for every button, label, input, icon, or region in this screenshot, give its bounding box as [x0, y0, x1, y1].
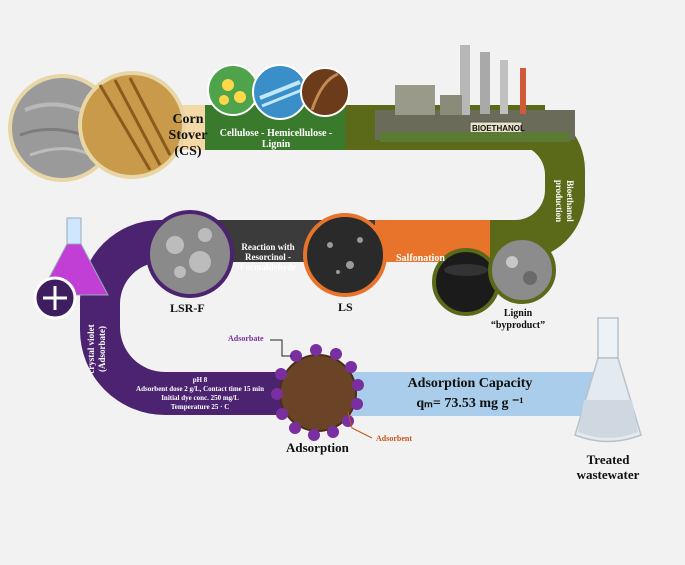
lignin-sem-circle: [488, 236, 556, 304]
reaction-text-1: Reaction with: [241, 242, 295, 252]
reaction-text-2: Resorcinol -: [244, 252, 292, 262]
lignin-text: Lignin: [503, 308, 533, 319]
components-label: Cellulose - Hemicellulose -Lignin: [207, 128, 345, 150]
adsorption-capacity-value: qₘ= 73.53 mg g ⁻¹: [416, 396, 524, 411]
components-text-2: Lignin: [261, 139, 291, 150]
lsrf-sem-circle: [146, 210, 234, 298]
conditions-panel: pH 8 Adsorbent dose 2 g/L, Contact time …: [120, 376, 280, 412]
ls-label: LS: [338, 300, 353, 314]
bioethanol-sign: BIOETHANOL: [472, 124, 525, 133]
condition-dose: Adsorbent dose 2 g/L, Contact time 15 mi…: [136, 385, 264, 393]
treated-water-flask-icon: [574, 317, 642, 443]
lignin-byproduct-text: “byproduct”: [490, 320, 546, 331]
adsorbate-label: Adsorbate: [228, 334, 264, 343]
lignin-icon: [300, 67, 350, 117]
adsorption-capacity-title: Adsorption Capacity: [407, 376, 533, 391]
lsrf-label: LSR-F: [170, 301, 205, 315]
adsorbent-particle-icon: [271, 344, 364, 441]
olive-curve: [480, 105, 585, 260]
purple-curve: [80, 220, 300, 415]
bioethanol-production-text-2: production: [554, 179, 564, 223]
refinery-icon: [375, 45, 575, 142]
corn-stover-photo-circle: [78, 71, 186, 179]
wastewater-text: wastewater: [576, 467, 640, 482]
lignin-label: Lignin“byproduct”: [478, 308, 558, 332]
components-text: Cellulose - Hemicellulose -: [219, 128, 333, 139]
condition-temperature: Temperature 25 · C: [170, 403, 230, 411]
corn-stover-text: Corn Stover: [168, 112, 208, 143]
bioethanol-production-text-1: Bioethanol: [565, 180, 575, 222]
adsorbent-label: Adsorbent: [376, 434, 413, 443]
salfonation-label: Salfonation: [396, 253, 445, 264]
plus-icon: [33, 276, 77, 320]
adsorbate-pointer: [270, 339, 292, 357]
crystal-violet-label: crystal violet(Adsorbate): [86, 304, 108, 394]
adsorbent-pointer: [347, 411, 373, 439]
cellulose-icon: [207, 64, 259, 116]
reaction-text-3: Formaldehyde: [240, 262, 296, 272]
ls-sem-circle: [303, 213, 387, 297]
corn-stover-abbr: (CS): [174, 144, 202, 159]
condition-ph: pH 8: [192, 376, 208, 384]
crystal-violet-text: crystal violet: [86, 324, 96, 374]
treated-text: Treated: [586, 452, 630, 467]
corn-stover-label: Corn Stover(CS): [158, 112, 218, 160]
adsorption-title: Adsorption: [286, 440, 349, 455]
capacity-band: [340, 372, 612, 416]
crystal-violet-adsorbate-text: (Adsorbate): [97, 326, 107, 372]
condition-dye: Initial dye conc. 250 mg/L: [161, 394, 239, 402]
